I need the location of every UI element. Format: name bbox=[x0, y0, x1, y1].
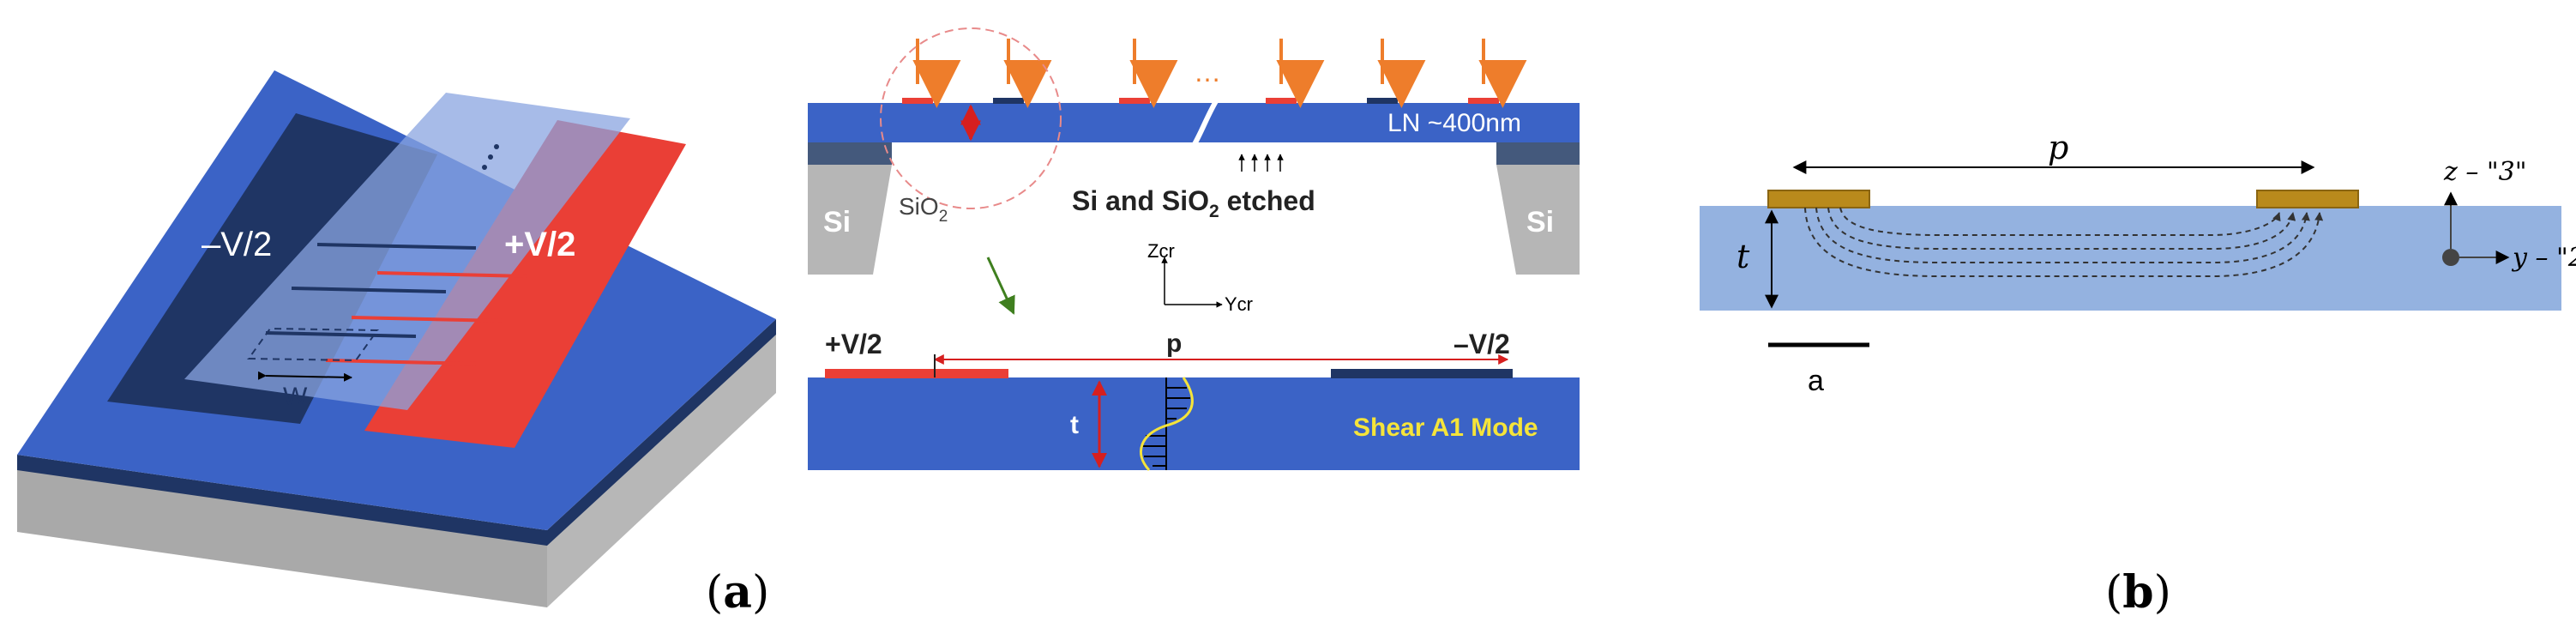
film-crack bbox=[1192, 100, 1219, 146]
sio2-layer-left bbox=[808, 142, 892, 165]
ln-film bbox=[808, 103, 1580, 142]
caption-b: (b) bbox=[2105, 566, 2171, 619]
idt-dots bbox=[482, 144, 499, 170]
pad-right-label: +V/2 bbox=[504, 226, 575, 263]
zoom-ln-slab bbox=[808, 377, 1580, 470]
substrate-side-front bbox=[17, 468, 547, 607]
caption-b-letter: b bbox=[2122, 566, 2153, 619]
top-electrodes bbox=[902, 98, 1499, 104]
etched-label-b: etched bbox=[1219, 185, 1315, 216]
zoom-circle bbox=[880, 27, 1062, 209]
arrow-dots: … bbox=[1194, 57, 1221, 88]
si-left-label: Si bbox=[823, 206, 851, 239]
zoom-plus-label: +V/2 bbox=[825, 329, 882, 359]
profile-hatch bbox=[1141, 387, 1190, 467]
caption-b-open: ( bbox=[2105, 567, 2122, 619]
ln-label: LN ~400nm bbox=[1387, 109, 1521, 137]
unit-cell-dashed-box bbox=[247, 327, 379, 362]
axis-z-label: Zcr bbox=[1147, 240, 1175, 262]
sio2-layer-right bbox=[1496, 142, 1580, 165]
etched-label-a: Si and SiO bbox=[1072, 185, 1209, 216]
width-label-b: a bbox=[1808, 365, 1824, 397]
shear-mode-view: +V/2 –V/2 p t Shear A1 Mode bbox=[808, 329, 1580, 472]
panel-b-diagram: p t z – "3" y – "2" a bbox=[1700, 129, 2576, 397]
idt-overlay-film bbox=[184, 93, 630, 410]
substrate-side-right bbox=[547, 330, 776, 607]
zoom-arrow bbox=[986, 257, 1015, 315]
substrate-dark-layer-front bbox=[17, 455, 547, 546]
si-support-right bbox=[1496, 165, 1580, 275]
width-label: W bbox=[283, 383, 308, 411]
caption-a-letter: a bbox=[723, 566, 752, 619]
field-lines bbox=[1804, 207, 2324, 277]
sio2-label: SiO2 bbox=[899, 193, 948, 226]
axis-z-label-b: z – "3" bbox=[2443, 157, 2527, 187]
pad-right-electrode bbox=[364, 120, 686, 448]
etched-label-sub: 2 bbox=[1209, 202, 1219, 221]
zoom-pitch-label: p bbox=[1166, 329, 1182, 358]
substrate-dark-layer-right bbox=[547, 319, 776, 546]
incident-arrows bbox=[912, 39, 1527, 108]
device-3d-view: W –V/2 +V/2 bbox=[17, 70, 776, 607]
axis-y-label-b: y – "2" bbox=[2511, 243, 2576, 273]
caption-a: (a) bbox=[706, 566, 769, 619]
slab-thickness-label: t bbox=[1070, 411, 1079, 439]
electrode-b-left bbox=[1767, 190, 1870, 208]
etched-label: Si and SiO2 etched bbox=[1072, 185, 1315, 221]
zoom-electrode-plus bbox=[825, 369, 1008, 378]
si-support-left bbox=[808, 165, 892, 275]
substrate-b bbox=[1700, 206, 2561, 311]
mode-label: Shear A1 Mode bbox=[1353, 414, 1538, 442]
caption-a-open: ( bbox=[706, 567, 723, 619]
electrode-b-right bbox=[2256, 190, 2359, 208]
caption-b-close: ) bbox=[2154, 567, 2171, 619]
sio2-label-sub: 2 bbox=[939, 208, 948, 226]
zoom-electrode-minus bbox=[1331, 369, 1513, 378]
pitch-label-b: p bbox=[2048, 129, 2068, 166]
width-arrow bbox=[257, 371, 352, 382]
zoom-minus-label: –V/2 bbox=[1454, 329, 1510, 359]
thickness-label-b: t bbox=[1736, 238, 1750, 275]
axis-y-label: Ycr bbox=[1225, 293, 1253, 315]
sio2-label-main: SiO bbox=[899, 193, 939, 220]
crystal-axes bbox=[1161, 257, 1223, 308]
axis-origin-b bbox=[2442, 249, 2459, 266]
pad-left-label: –V/2 bbox=[202, 226, 272, 263]
si-right-label: Si bbox=[1526, 206, 1554, 239]
cross-section-view: … LN ~400nm SiO2 Si Si Si and SiO2 etche… bbox=[808, 27, 1580, 315]
pad-left-electrode bbox=[107, 113, 437, 424]
etch-arrows bbox=[1238, 154, 1284, 172]
caption-a-close: ) bbox=[752, 567, 769, 619]
displacement-profile bbox=[1140, 377, 1194, 472]
